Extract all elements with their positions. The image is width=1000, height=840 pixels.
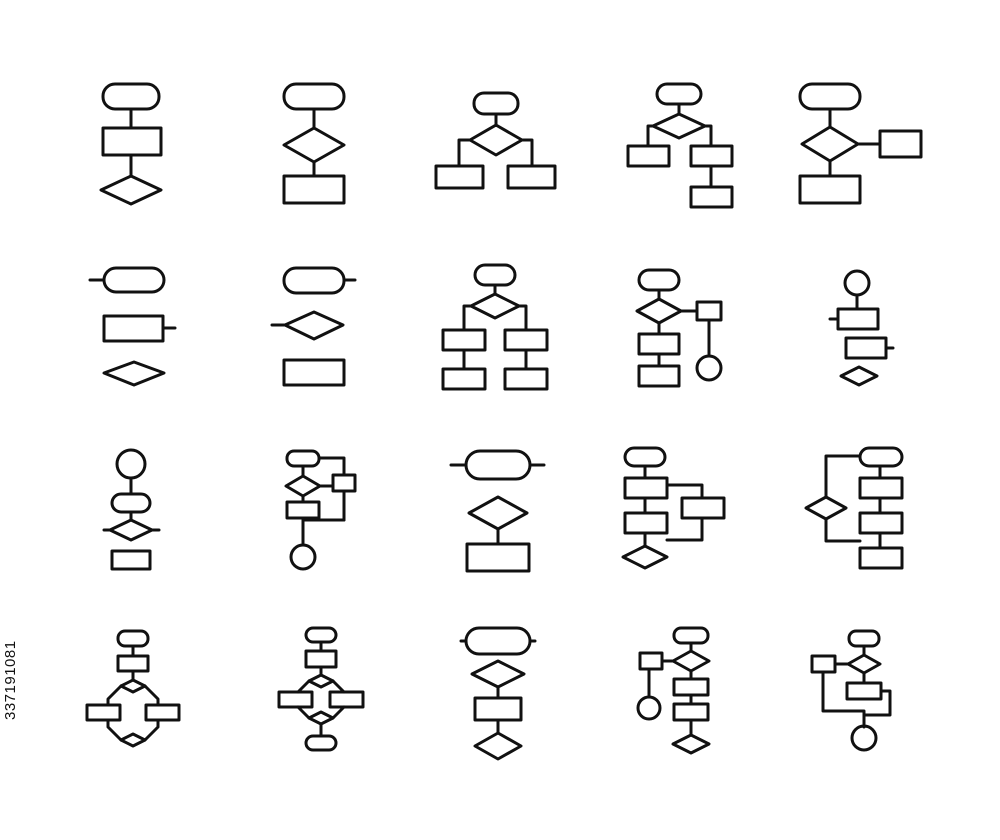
flowchart-icon-17	[277, 626, 365, 752]
flowchart-icon-14	[621, 446, 726, 570]
flowchart-icon-8	[441, 263, 549, 391]
flowchart-icon-2	[282, 82, 346, 205]
flowchart-icon-5	[798, 82, 923, 205]
flowchart-icon-9	[635, 268, 723, 388]
stock-id-label: 337191081	[2, 640, 19, 720]
flowchart-icon-18	[459, 626, 537, 761]
flowchart-icon-10	[828, 269, 895, 387]
flowchart-icon-15	[804, 446, 904, 570]
flowchart-icon-20	[810, 629, 892, 752]
flowchart-icon-16	[85, 629, 181, 748]
flowchart-icon-11	[102, 448, 161, 571]
flowchart-icon-13	[449, 449, 546, 573]
flowchart-icon-1	[99, 82, 163, 206]
flowchart-icon-4	[626, 82, 734, 209]
flowchart-icon-6	[88, 266, 177, 387]
flowchart-icon-19	[636, 626, 711, 755]
flowchart-icon-3	[434, 91, 557, 190]
flowchart-icon-7	[270, 266, 357, 387]
flowchart-icon-12	[284, 449, 357, 571]
